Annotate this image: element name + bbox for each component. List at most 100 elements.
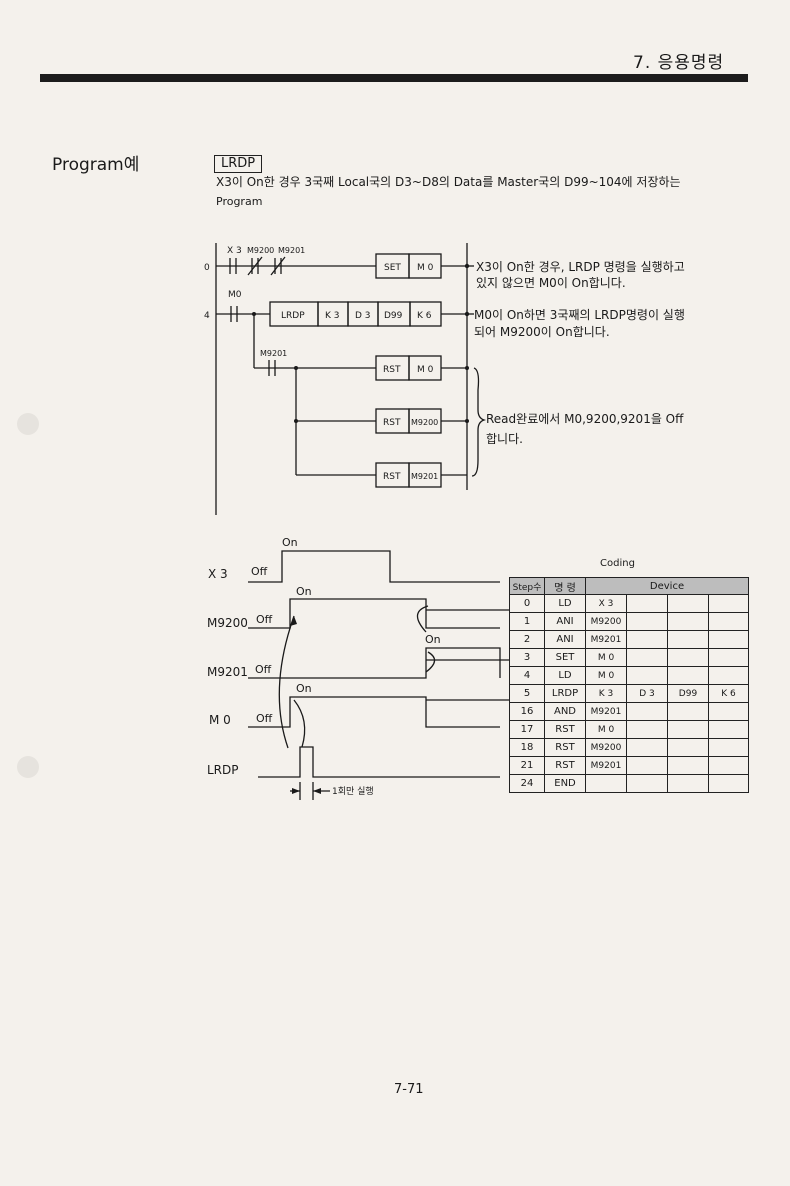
pulse-label: 1회만 실행 [332, 785, 374, 797]
table-cell: K 3 [585, 684, 627, 703]
note-3-line2: 합니다. [486, 432, 523, 446]
table-cell: 3 [509, 648, 545, 667]
table-cell [708, 594, 749, 613]
table-cell: 16 [509, 702, 545, 721]
instruction-box: LRDP [214, 155, 263, 173]
signal-m9201: M9201 [207, 665, 248, 679]
table-cell [626, 630, 668, 649]
table-cell [667, 738, 709, 757]
signal-m0: M 0 [209, 713, 231, 727]
header-device: Device [585, 577, 749, 595]
table-cell: 5 [509, 684, 545, 703]
m9200-off: Off [256, 613, 273, 626]
signal-x3: X 3 [208, 567, 228, 581]
table-cell [708, 738, 749, 757]
table-cell [667, 648, 709, 667]
table-cell: 18 [509, 738, 545, 757]
description-cont: Program [216, 195, 263, 208]
table-cell [626, 666, 668, 685]
table-cell: LD [544, 666, 586, 685]
coil-set: SET [384, 263, 401, 273]
table-cell: M9200 [585, 612, 627, 631]
contact-label-m9201: M9201 [278, 246, 305, 255]
note-3-line1: Read완료에서 M0,9200,9201을 Off [486, 412, 684, 426]
rst-3-operand: M9201 [411, 472, 438, 481]
table-cell: D 3 [626, 684, 668, 703]
table-cell: LD [544, 594, 586, 613]
coil-set-operand: M 0 [417, 263, 434, 273]
chapter-header: 7. 응용명령 [633, 53, 725, 73]
table-cell [626, 612, 668, 631]
table-cell: 2 [509, 630, 545, 649]
table-cell [626, 648, 668, 667]
table-cell: M 0 [585, 648, 627, 667]
binder-hole [17, 413, 39, 435]
table-cell [626, 594, 668, 613]
table-cell [708, 630, 749, 649]
header-step: Step수 [509, 577, 545, 595]
table-cell: M 0 [585, 720, 627, 739]
table-cell: 0 [509, 594, 545, 613]
table-cell [667, 774, 709, 793]
table-cell: 17 [509, 720, 545, 739]
lrdp-k6: K 6 [417, 311, 432, 321]
table-cell: ANI [544, 612, 586, 631]
section-title: Program예 [52, 155, 140, 175]
table-cell [667, 756, 709, 775]
x3-on: On [282, 536, 298, 549]
note-1-line1: X3이 On한 경우, LRDP 명령을 실행하고 [476, 260, 685, 274]
table-cell [708, 702, 749, 721]
table-cell [667, 612, 709, 631]
rst-2: RST [383, 418, 401, 428]
m0-off: Off [256, 712, 273, 725]
header-rule [40, 74, 748, 82]
table-cell [626, 702, 668, 721]
step-0: 0 [204, 263, 210, 273]
rst-2-operand: M9200 [411, 418, 438, 427]
table-cell: M9200 [585, 738, 627, 757]
table-cell: M9201 [585, 630, 627, 649]
note-2-line2: 되어 M9200이 On합니다. [474, 325, 610, 339]
table-cell [708, 774, 749, 793]
binder-hole [17, 756, 39, 778]
table-cell: RST [544, 738, 586, 757]
step-4: 4 [204, 311, 210, 321]
table-cell: K 6 [708, 684, 749, 703]
table-cell: 1 [509, 612, 545, 631]
table-cell [708, 648, 749, 667]
table-cell [708, 666, 749, 685]
table-cell: END [544, 774, 586, 793]
signal-lrdp: LRDP [207, 763, 239, 777]
rst-1-operand: M 0 [417, 365, 434, 375]
table-cell: ANI [544, 630, 586, 649]
table-cell [626, 738, 668, 757]
table-cell: LRDP [544, 684, 586, 703]
lrdp-d3: D 3 [355, 311, 371, 321]
table-cell [667, 630, 709, 649]
table-cell: D99 [667, 684, 709, 703]
table-cell: SET [544, 648, 586, 667]
description-main: X3이 On한 경우 3국째 Local국의 D3~D8의 Data를 Mast… [216, 175, 681, 189]
contact-label-m9201-b: M9201 [260, 349, 287, 358]
table-cell [626, 756, 668, 775]
table-cell: M 0 [585, 666, 627, 685]
rst-1: RST [383, 365, 401, 375]
lrdp-k3: K 3 [325, 311, 340, 321]
m0-on: On [296, 682, 312, 695]
table-cell: M9201 [585, 702, 627, 721]
table-cell: 21 [509, 756, 545, 775]
table-cell [667, 702, 709, 721]
table-cell: 24 [509, 774, 545, 793]
table-cell [667, 720, 709, 739]
